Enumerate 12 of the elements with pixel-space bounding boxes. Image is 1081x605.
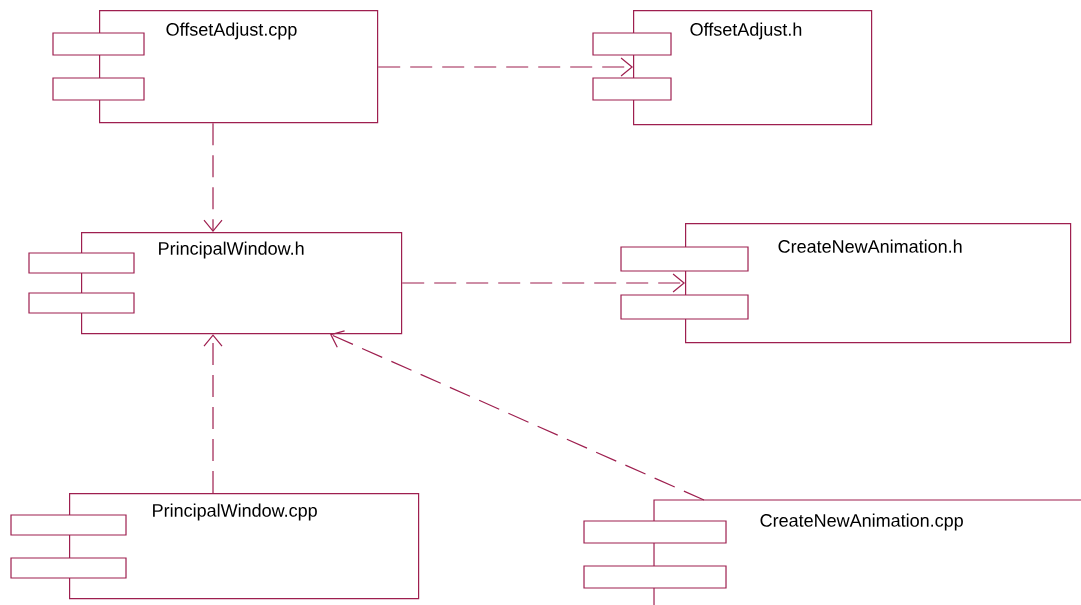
dependency-arrow xyxy=(330,330,705,501)
component-box: CreateNewAnimation.h xyxy=(620,223,1072,344)
component-box: PrincipalWindow.h xyxy=(28,232,403,335)
component-box: OffsetAdjust.cpp xyxy=(52,10,379,124)
component-box: CreateNewAnimation.cpp xyxy=(583,499,1081,605)
dependency-arrow xyxy=(203,122,223,232)
node-label: CreateNewAnimation.cpp xyxy=(760,513,963,531)
component-box: PrincipalWindow.cpp xyxy=(10,493,420,600)
dependency-arrow xyxy=(401,273,685,293)
component-box: OffsetAdjust.h xyxy=(592,10,873,126)
dependency-arrow xyxy=(203,334,223,494)
dependency-arrow xyxy=(377,57,633,77)
